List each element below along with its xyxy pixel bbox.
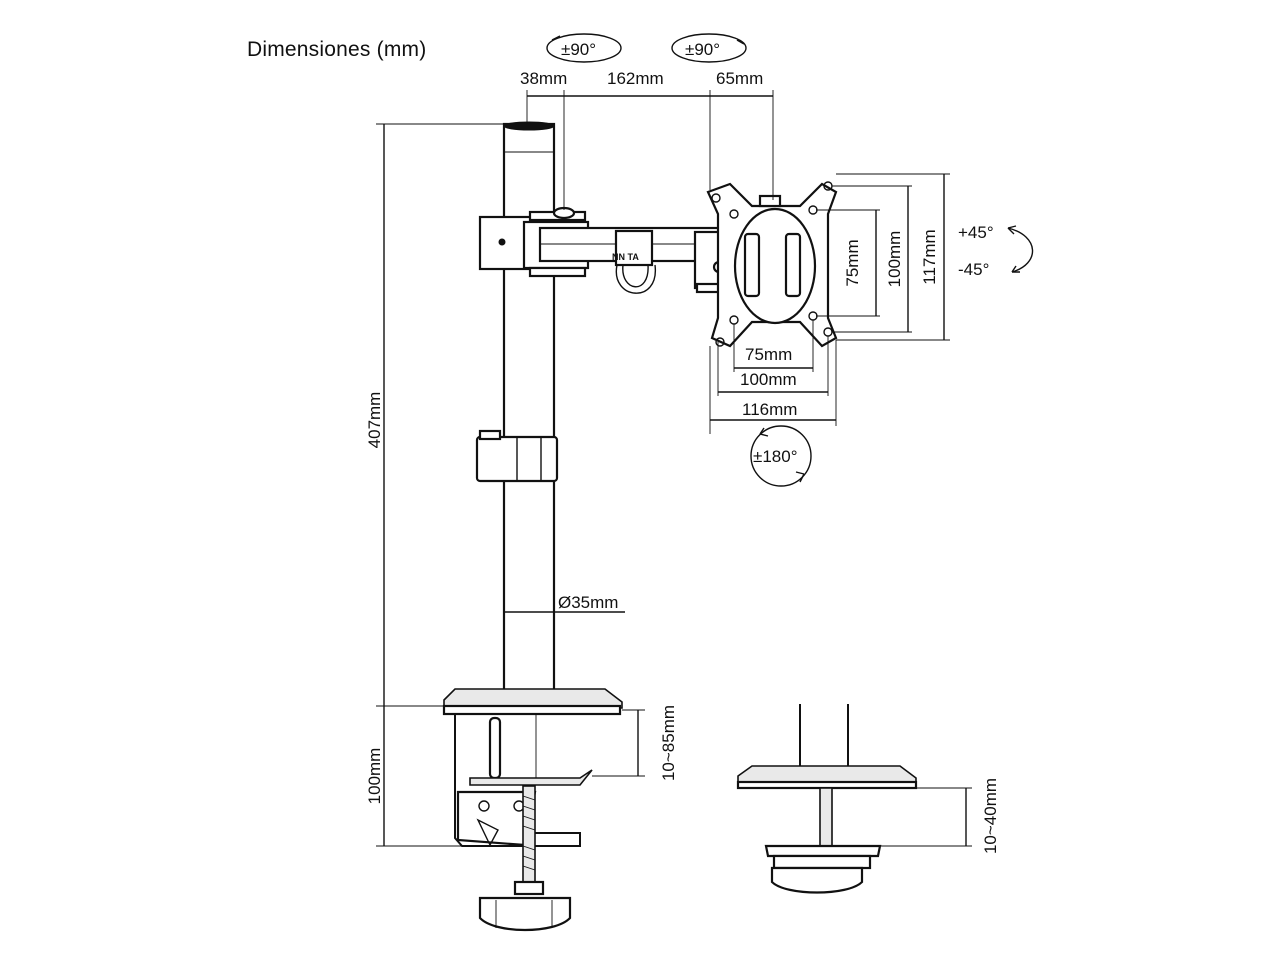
rotate-indicator: ±180° [750, 425, 812, 487]
tilt-up-label: +45° [958, 223, 994, 242]
arm-seg1-label: 38mm [520, 69, 567, 88]
grommet-range-label: 10~40mm [981, 778, 1000, 854]
plate-width-label: 116mm [742, 400, 797, 419]
vesa-plate [706, 181, 838, 348]
grommet-range-dimension: 10~40mm [880, 778, 1000, 854]
arm-dimensions: 38mm 162mm 65mm [520, 69, 774, 210]
pole-diameter-label: Ø35mm [558, 593, 618, 612]
vesa-h-small-label: 75mm [745, 345, 792, 364]
vesa-h-large-label: 100mm [740, 370, 797, 389]
vesa-horizontal-dimensions: 75mm 100mm 116mm [709, 320, 837, 434]
swivel-arm-label: ±90° [561, 40, 596, 59]
arm-seg3-label: 65mm [716, 69, 763, 88]
vesa-v-small-label: 75mm [843, 239, 862, 286]
grommet-mount [736, 704, 918, 894]
tilt-indicator: +45° -45° [958, 223, 1034, 279]
swivel-head-label: ±90° [685, 40, 720, 59]
diagram-title: Dimensiones (mm) [247, 38, 427, 61]
desk-clamp [442, 688, 623, 932]
vesa-v-large-label: 100mm [885, 231, 904, 288]
swivel-head-indicator: ±90° [671, 33, 747, 63]
pole-height-label: 407mm [365, 392, 384, 449]
clamp-height-label: 100mm [365, 748, 384, 805]
vesa-vertical-dimensions: 75mm 100mm 117mm [816, 173, 950, 341]
pole-diameter-dimension: Ø35mm [504, 593, 625, 613]
clamp-height-dimension: 100mm [365, 706, 462, 847]
rotate-label: ±180° [753, 447, 798, 466]
clamp-range-dimension: 10~85mm [535, 705, 678, 781]
cable-clip [475, 429, 559, 483]
arm-seg2-label: 162mm [607, 69, 664, 88]
swivel-arm-indicator: ±90° [546, 33, 622, 63]
tilt-down-label: -45° [958, 260, 989, 279]
pole [502, 121, 556, 696]
arm: NN TA [478, 206, 726, 294]
clamp-range-label: 10~85mm [659, 705, 678, 781]
plate-height-label: 117mm [920, 229, 939, 284]
pole-height-dimension: 407mm [365, 123, 504, 707]
brand-label: NN TA [612, 252, 639, 262]
